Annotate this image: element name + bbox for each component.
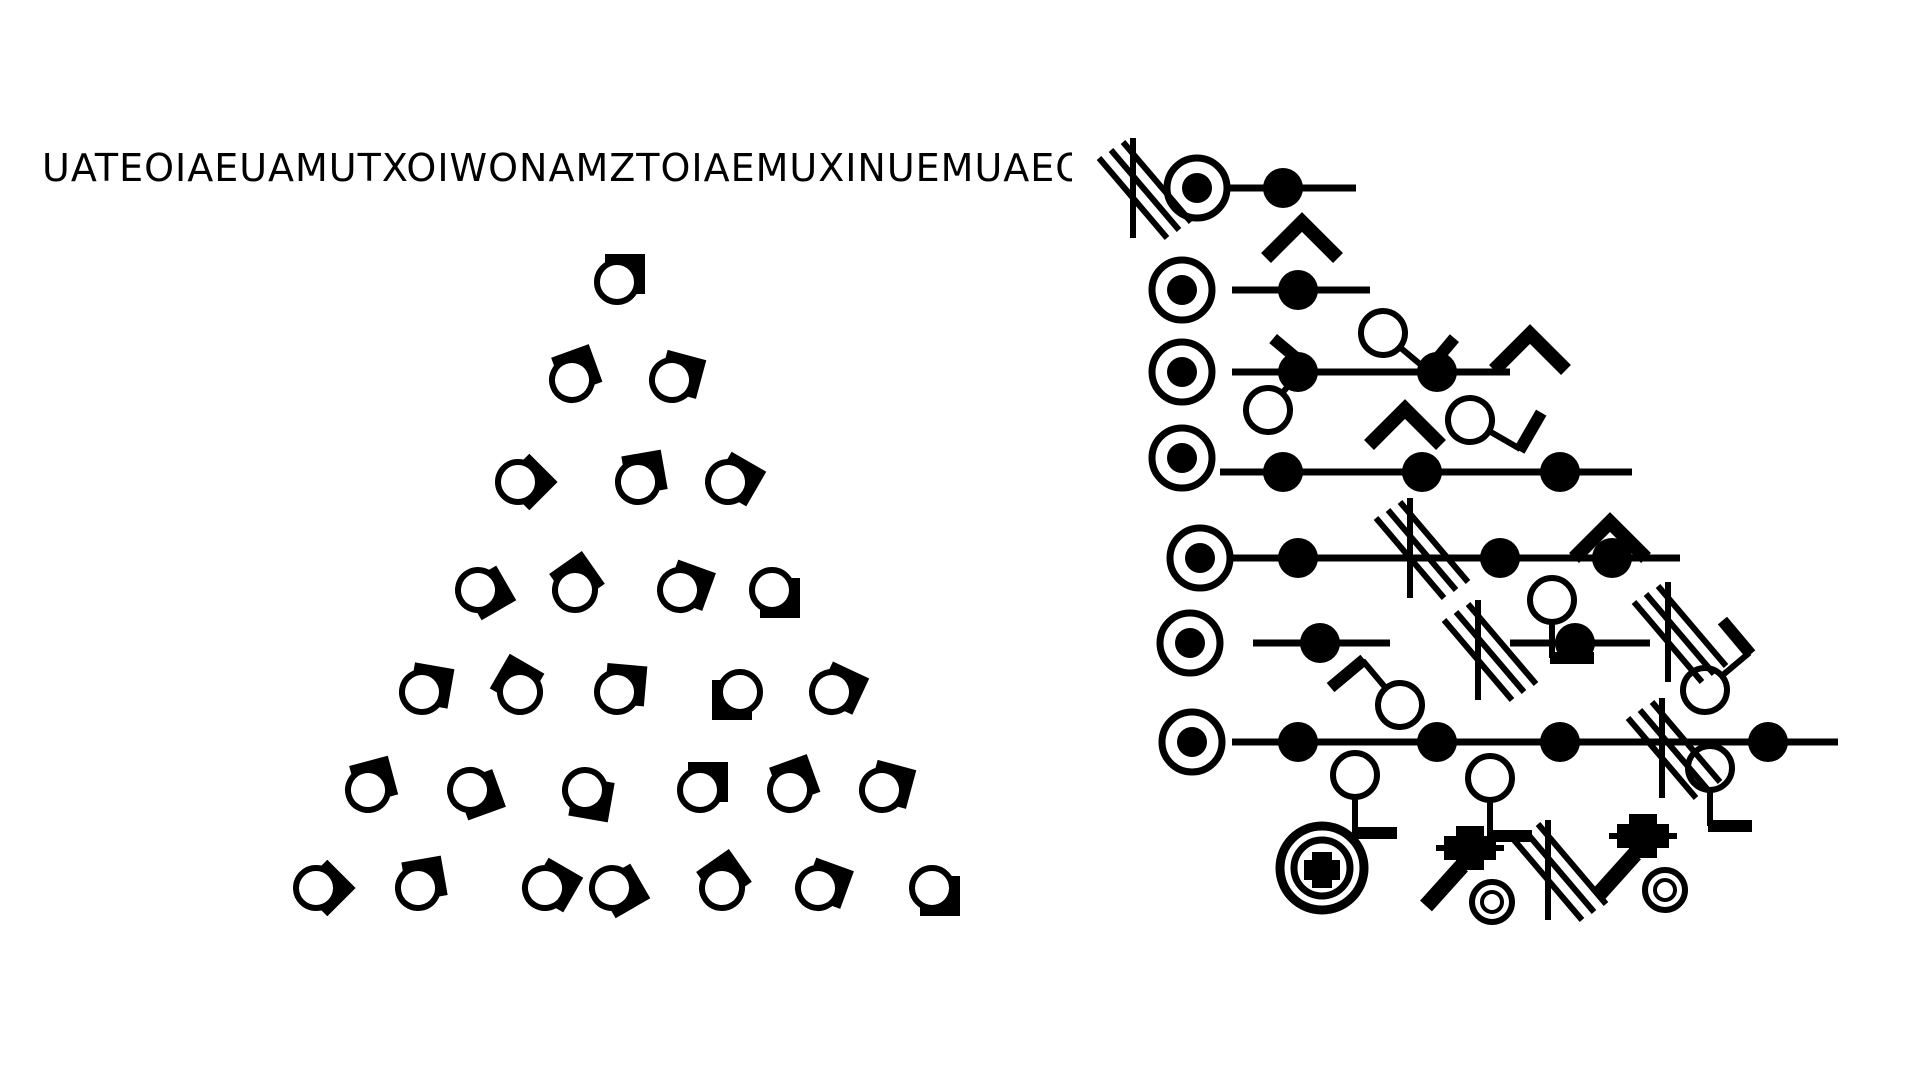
bullseye-icon: [1170, 528, 1230, 588]
ring-flag-glyph: [690, 849, 757, 916]
node-dot: [1278, 722, 1318, 762]
ring-hook-glyph: [1440, 373, 1546, 471]
ring-flag-glyph: [654, 557, 716, 619]
ring-hook-glyph: [1333, 753, 1397, 839]
node-dot: [1278, 538, 1318, 578]
ring-flag-glyph: [585, 857, 651, 923]
node-dot: [1540, 452, 1580, 492]
ring-flag-glyph: [613, 450, 669, 506]
node-dot: [1480, 538, 1520, 578]
ring-flag-glyph: [648, 348, 707, 407]
ring-flag-glyph: [544, 344, 606, 406]
ring-flag-glyph: [341, 756, 400, 815]
ring-flag-glyph: [595, 662, 647, 714]
ring-flag-glyph: [805, 658, 869, 722]
node-dot: [1300, 623, 1340, 663]
small-ring-inner: [1653, 878, 1677, 902]
glyph-header-text: UATEOIAEUAMUTXOIWONAMZTOIAEMUXINUEMUAEOI…: [42, 146, 1072, 190]
chevron-glyph: [1369, 409, 1441, 445]
diagonal-stem: [1420, 860, 1468, 912]
chevron-glyph: [1266, 222, 1338, 258]
bullseye-icon: [1152, 428, 1212, 488]
node-dot: [1592, 538, 1632, 578]
hatched-slash-glyph: [1514, 820, 1606, 920]
node-dot: [1402, 452, 1442, 492]
cross-glyph: [1304, 852, 1340, 888]
ring-flag-glyph: [543, 551, 610, 618]
ring-hook-glyph: [1327, 642, 1431, 749]
node-dot: [1540, 722, 1580, 762]
ring-flag-glyph: [712, 672, 760, 720]
bullseye-icon: [1152, 260, 1212, 320]
bullseye-icon: [1167, 158, 1227, 218]
ring-flag-glyph: [701, 448, 767, 514]
small-ring-inner: [1480, 890, 1504, 914]
bullseye-line-cluster: [1099, 138, 1838, 925]
ring-flag-glyph: [288, 854, 356, 922]
ring-flag-glyph: [486, 654, 552, 720]
hatched-slash-glyph: [1444, 600, 1536, 700]
ring-flag-glyph: [597, 254, 645, 302]
node-dot: [1278, 270, 1318, 310]
ring-flag-glyph: [444, 762, 506, 824]
hatched-slash-glyph: [1376, 498, 1468, 598]
ring-glyph-triangle: [288, 254, 960, 922]
node-dot: [1748, 722, 1788, 762]
bullseye-icon: [1162, 712, 1222, 772]
ring-flag-glyph: [490, 448, 558, 516]
node-dot: [1263, 168, 1303, 208]
ring-flag-glyph: [792, 855, 854, 917]
diagonal-stem: [1593, 848, 1641, 900]
ring-flag-glyph: [393, 856, 449, 912]
ring-flag-glyph: [399, 661, 455, 717]
ring-flag-glyph: [762, 754, 824, 816]
ring-flag-glyph: [680, 762, 728, 810]
bullseye-icon: [1152, 342, 1212, 402]
bullseye-icon: [1160, 613, 1220, 673]
node-dot: [1263, 452, 1303, 492]
chevron-glyph: [1494, 334, 1566, 370]
node-dot: [1417, 722, 1457, 762]
ring-flag-glyph: [451, 559, 517, 625]
ring-flag-glyph: [752, 570, 800, 618]
ring-flag-glyph: [858, 758, 917, 817]
ring-flag-glyph: [912, 868, 960, 916]
ring-flag-glyph: [560, 767, 616, 823]
ring-flag-glyph: [518, 854, 584, 920]
